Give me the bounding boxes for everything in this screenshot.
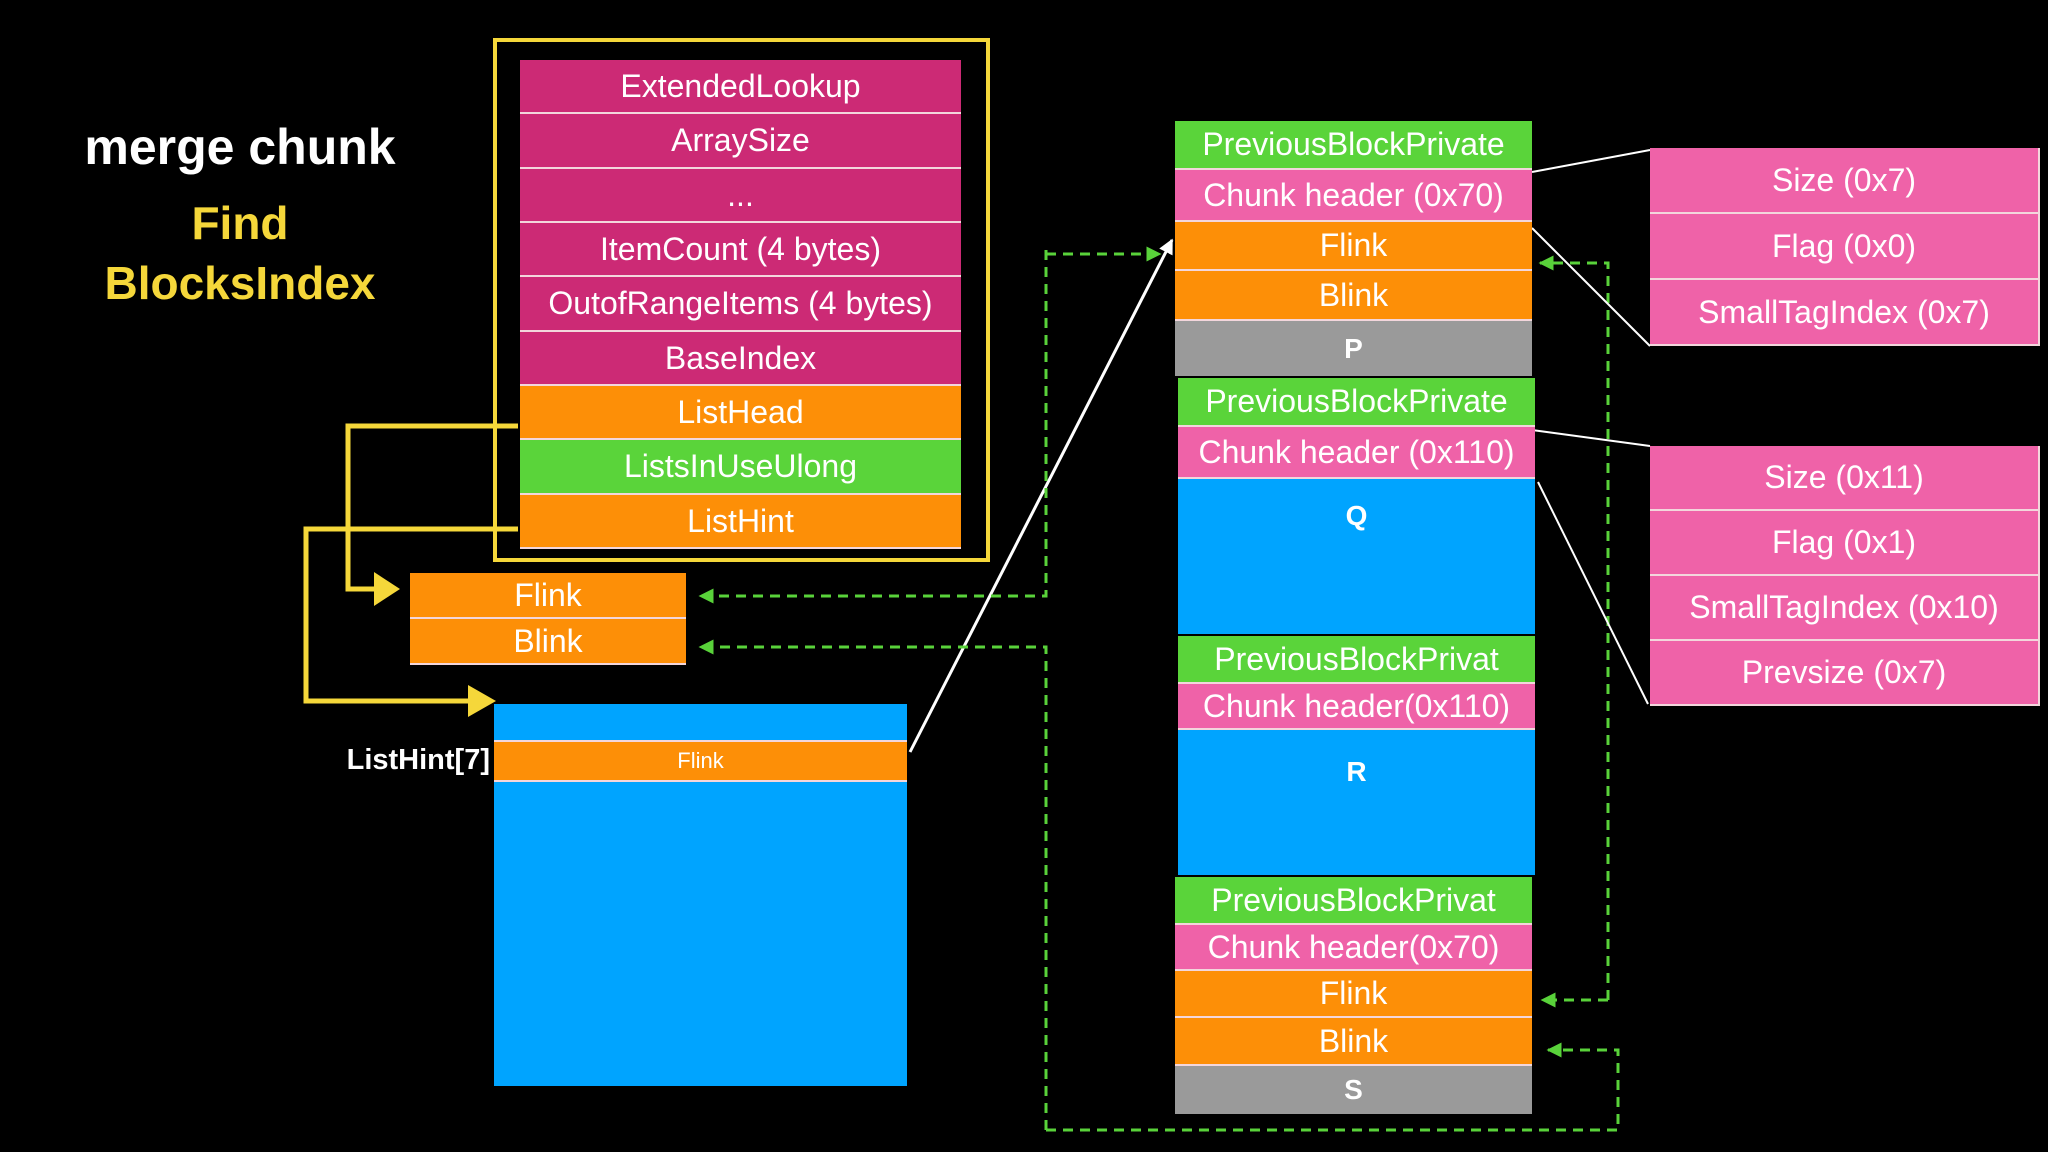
p-header-detail-top — [1531, 149, 1651, 173]
field-out-of-range-items: OutofRangeItems (4 bytes) — [520, 277, 961, 332]
field-extended-lookup: ExtendedLookup — [520, 60, 961, 114]
q-header-detail-top — [1531, 429, 1651, 447]
listhint-flink-arrow — [908, 238, 1174, 753]
p-size: Size (0x7) — [1650, 148, 2040, 214]
chunk-q-label: Q — [1345, 500, 1368, 531]
chunk-s-label: S — [1175, 1066, 1532, 1114]
header-detail-p: Size (0x7) Flag (0x0) SmallTagIndex (0x7… — [1650, 148, 2040, 346]
listhint-arrow — [303, 526, 518, 704]
listhead-arrowhead — [374, 572, 400, 606]
field-array-size: ArraySize — [520, 114, 961, 169]
list-hint-7-label: ListHint[7] — [346, 744, 490, 776]
chunk-r-label: R — [1346, 756, 1367, 787]
blocks-index-outline — [493, 38, 990, 562]
field-item-count: ItemCount (4 bytes) — [520, 223, 961, 277]
q-prevsize: Prevsize (0x7) — [1650, 641, 2040, 706]
chunk-r-body — [1178, 730, 1535, 875]
field-list-head: ListHead — [520, 386, 961, 440]
chunk-r-prev: PreviousBlockPrivat — [1178, 636, 1535, 684]
chunk-p-label: P — [1175, 321, 1532, 376]
p-small-tag-index: SmallTagIndex (0x7) — [1650, 280, 2040, 346]
chunk-p-flink: Flink — [1175, 222, 1532, 271]
blocks-index-table: ExtendedLookup ArraySize ... ItemCount (… — [520, 60, 961, 551]
p-s-flink-link — [1538, 255, 1610, 1000]
p-header-detail-bottom — [1531, 227, 1651, 347]
subtitle-line-1: Find — [191, 197, 289, 249]
chunk-s-blink: Blink — [1175, 1018, 1532, 1066]
listhint-arrowhead — [468, 685, 496, 717]
chunk-s-prev: PreviousBlockPrivat — [1175, 877, 1532, 925]
header-detail-q: Size (0x11) Flag (0x1) SmallTagIndex (0x… — [1650, 446, 2040, 706]
field-base-index: BaseIndex — [520, 332, 961, 386]
subtitle-line-2: BlocksIndex — [104, 257, 376, 309]
field-ellipsis: ... — [520, 169, 961, 223]
chunk-q-body — [1178, 479, 1535, 634]
list-head-flink: Flink — [410, 573, 686, 619]
chunk-q-prev: PreviousBlockPrivate — [1178, 378, 1535, 427]
chunk-q-header: Chunk header (0x110) — [1178, 427, 1535, 479]
chunk-s-header: Chunk header(0x70) — [1175, 925, 1532, 971]
chunk-p-blink: Blink — [1175, 271, 1532, 321]
field-lists-in-use-ulong: ListsInUseUlong — [520, 440, 961, 495]
title: merge chunk — [84, 119, 396, 175]
chunk-s-flink: Flink — [1175, 971, 1532, 1018]
q-size: Size (0x11) — [1650, 446, 2040, 511]
head-flink-link — [698, 250, 1048, 604]
s-blink-link — [1046, 1042, 1620, 1132]
list-head-blink: Blink — [410, 619, 686, 665]
listhead-arrow — [345, 423, 518, 592]
head-blink-link — [698, 639, 1048, 1130]
list-head-entry: Flink Blink — [410, 573, 686, 665]
field-list-hint: ListHint — [520, 495, 961, 549]
q-small-tag-index: SmallTagIndex (0x10) — [1650, 576, 2040, 641]
chunk-r-header: Chunk header(0x110) — [1178, 684, 1535, 730]
list-hint-7-flink: Flink — [494, 740, 907, 782]
q-header-detail-bottom — [1537, 481, 1649, 705]
chunk-p-header: Chunk header (0x70) — [1175, 170, 1532, 222]
p-flag: Flag (0x0) — [1650, 214, 2040, 280]
q-flag: Flag (0x1) — [1650, 511, 2040, 576]
chunk-p-prev: PreviousBlockPrivate — [1175, 121, 1532, 170]
